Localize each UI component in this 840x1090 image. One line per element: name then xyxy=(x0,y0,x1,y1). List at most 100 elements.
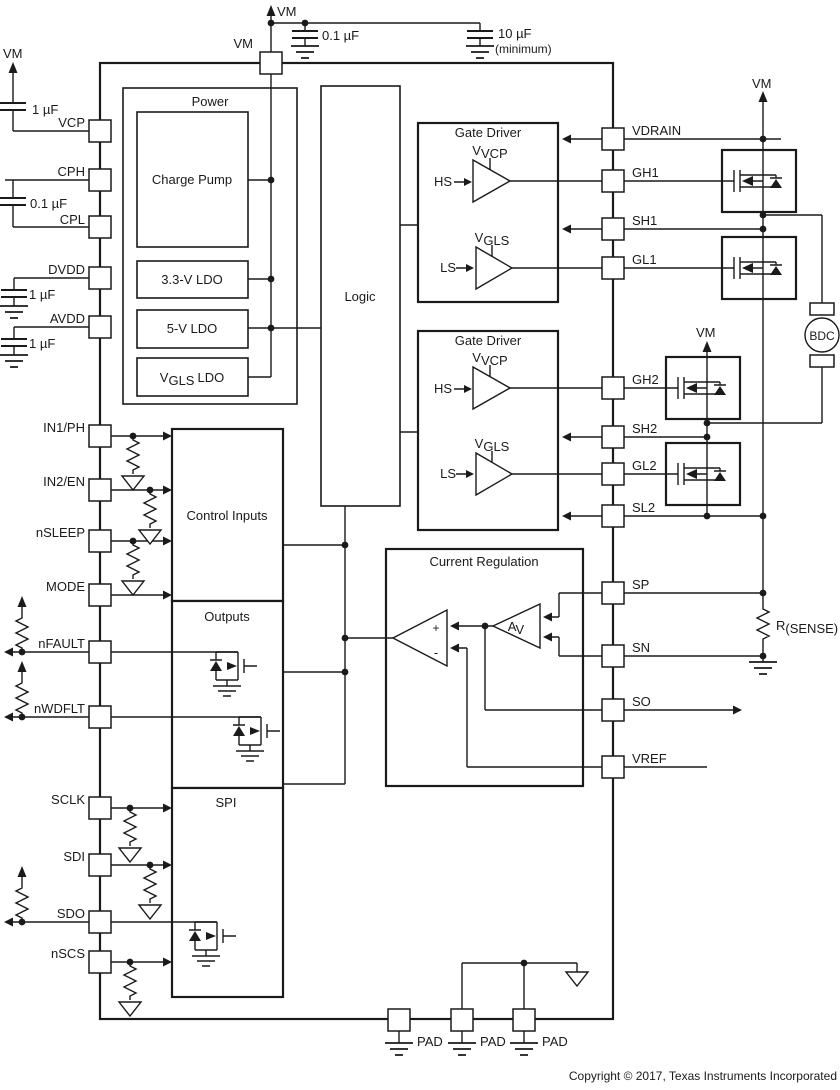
ground-icon xyxy=(290,45,320,59)
pin-label: IN1/PH xyxy=(43,420,85,435)
ground-icon xyxy=(384,1042,414,1056)
supply-label-vvcp: VVCP xyxy=(472,350,507,368)
junction-dots xyxy=(18,19,767,967)
supply-label-vvcp: VVCP xyxy=(472,143,507,161)
ldo5-block xyxy=(136,309,249,349)
cap-note: (minimum) xyxy=(495,42,552,56)
control-inputs-block xyxy=(170,427,285,603)
pin-label: CPH xyxy=(58,164,85,179)
sense-resistor xyxy=(756,604,770,644)
pin-nfault xyxy=(88,640,112,664)
pin-label: SH1 xyxy=(632,213,657,228)
pullup-resistor xyxy=(15,678,29,718)
pin-gh1 xyxy=(601,169,625,193)
fet-low2 xyxy=(664,441,742,507)
wires xyxy=(5,16,823,1043)
net-label-vm: VM xyxy=(696,325,716,340)
vm-arrow-icon xyxy=(758,91,768,102)
pin-label: nSLEEP xyxy=(36,525,85,540)
pin-gl1 xyxy=(601,256,625,280)
pin-pad1 xyxy=(387,1008,411,1032)
dvdd-capacitor xyxy=(0,289,28,298)
vm-arrow-icon xyxy=(702,341,712,352)
pin-avdd xyxy=(88,315,112,339)
pin-in2en xyxy=(88,478,112,502)
block-title-gate-driver2: Gate Driver xyxy=(455,333,522,348)
ground-icon xyxy=(509,1042,539,1056)
components xyxy=(0,30,840,1056)
vcp-capacitor xyxy=(0,102,27,111)
pullup-resistor xyxy=(15,883,29,923)
pin-nscs xyxy=(88,950,112,974)
pin-sh1 xyxy=(601,217,625,241)
ground-icon xyxy=(748,661,778,675)
pin-gl2 xyxy=(601,462,625,486)
pin-pad3 xyxy=(512,1008,536,1032)
supply-label-vgls: VGLS xyxy=(475,436,510,454)
block-title-spi: SPI xyxy=(216,795,237,810)
net-label-vm: VM xyxy=(752,76,772,91)
pin-label: SN xyxy=(632,640,650,655)
cap-value: 1 µF xyxy=(29,336,55,351)
amp-label-av: AV xyxy=(508,619,525,637)
pin-label: SL2 xyxy=(632,500,655,515)
net-label-vm: VM xyxy=(277,4,297,19)
pin-label: SDI xyxy=(63,849,85,864)
pin-label: SO xyxy=(632,694,651,709)
pin-sclk xyxy=(88,796,112,820)
pin-sl2 xyxy=(601,504,625,528)
block-title-ldo33: 3.3-V LDO xyxy=(161,272,222,287)
pin-nwdflt xyxy=(88,705,112,729)
pin-label: SCLK xyxy=(51,792,85,807)
pin-vcp xyxy=(88,119,112,143)
pullup-resistor xyxy=(15,613,29,653)
flying-capacitor xyxy=(0,197,27,206)
pin-so xyxy=(601,698,625,722)
pin-nsleep xyxy=(88,529,112,553)
pin-label: IN2/EN xyxy=(43,474,85,489)
pins xyxy=(88,51,625,1032)
pin-label: GH2 xyxy=(632,372,659,387)
comparator-plus: + xyxy=(432,621,439,635)
rsense-label: R(SENSE) xyxy=(776,618,838,636)
fet-low1 xyxy=(720,235,798,301)
pin-sh2 xyxy=(601,425,625,449)
block-title-outputs: Outputs xyxy=(204,609,250,624)
pin-sn xyxy=(601,644,625,668)
pin-label: GH1 xyxy=(632,165,659,180)
pin-label: nFAULT xyxy=(38,636,85,651)
block-title-gate-driver1: Gate Driver xyxy=(455,125,522,140)
bdc-motor xyxy=(804,302,840,368)
pin-label: AVDD xyxy=(50,311,85,326)
cap-value: 0.1 µF xyxy=(30,196,67,211)
pin-vref xyxy=(601,755,625,779)
amp-label-ls: LS xyxy=(440,466,456,481)
pin-mode xyxy=(88,583,112,607)
comparator xyxy=(391,608,448,668)
block-title-logic: Logic xyxy=(344,289,376,304)
pin-label: SH2 xyxy=(632,421,657,436)
pin-label: SP xyxy=(632,577,649,592)
logic-block xyxy=(320,85,401,507)
pin-in1ph xyxy=(88,424,112,448)
pin-label: VREF xyxy=(632,751,667,766)
pin-vm xyxy=(259,51,283,75)
charge-pump-block xyxy=(136,111,249,248)
fet-high2 xyxy=(664,355,742,421)
pin-label: SDO xyxy=(57,906,85,921)
hs1-amp xyxy=(472,158,512,204)
ls1-amp xyxy=(475,245,514,291)
pin-sdi xyxy=(88,853,112,877)
avdd-capacitor xyxy=(0,338,28,347)
pin-label: DVDD xyxy=(48,262,85,277)
fet-high1 xyxy=(720,148,798,214)
pin-label: nWDFLT xyxy=(34,701,85,716)
ground-icon xyxy=(447,1042,477,1056)
amp-label-ls: LS xyxy=(440,260,456,275)
ls2-amp xyxy=(475,451,514,497)
block-title-charge-pump: Charge Pump xyxy=(152,172,232,187)
av-amp xyxy=(491,602,541,650)
